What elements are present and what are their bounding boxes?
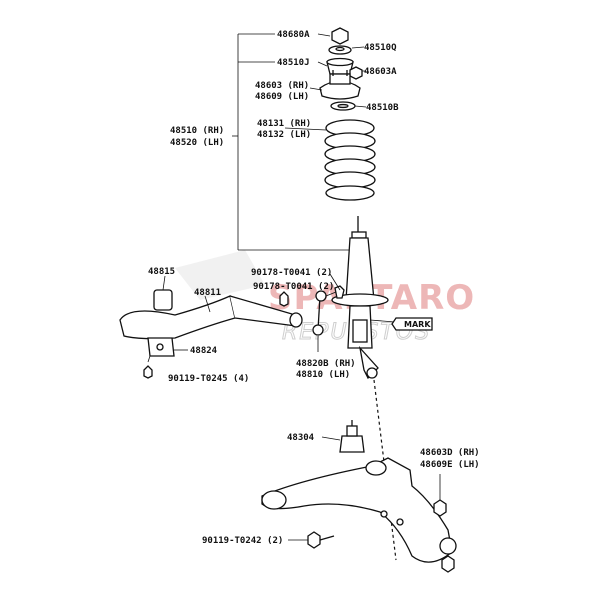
label-48815: 48815 xyxy=(148,267,175,277)
stabilizer-bar xyxy=(119,295,303,340)
assembly-brackets xyxy=(232,33,350,251)
label-90119-T0242: 90119-T0242 (2) xyxy=(202,536,283,546)
label-90178-T0041-b: 90178-T0041 (2) xyxy=(253,282,334,292)
label-48510Q: 48510Q xyxy=(364,43,397,53)
label-90178-T0041-a: 90178-T0041 (2) xyxy=(251,268,332,278)
label-48520-lh: 48520 (LH) xyxy=(170,138,224,148)
lower-insulator xyxy=(330,101,367,111)
part-labels: 48680A 48510Q 48510J 48603A 48603 (RH) 4… xyxy=(148,30,480,546)
suspension-support xyxy=(309,70,361,100)
label-48609E-lh: 48609E (LH) xyxy=(420,460,480,470)
label-48824: 48824 xyxy=(190,346,218,356)
coil-spring xyxy=(284,119,376,201)
label-48820B-rh: 48820B (RH) xyxy=(296,359,356,369)
label-48132-lh: 48132 (LH) xyxy=(257,130,311,140)
arm-nut xyxy=(433,474,447,517)
label-48603A: 48603A xyxy=(364,67,397,77)
upper-washer xyxy=(328,45,365,55)
stabilizer-link xyxy=(279,273,345,352)
bracket-bolt xyxy=(143,355,153,379)
bump-stopper xyxy=(321,420,365,453)
label-48680A: 48680A xyxy=(277,30,310,40)
label-48609-lh: 48609 (LH) xyxy=(255,92,309,102)
label-48603D-rh: 48603D (RH) xyxy=(420,448,480,458)
label-90119-T0245: 90119-T0245 (4) xyxy=(168,374,249,384)
label-48131-rh: 48131 (RH) xyxy=(257,119,311,129)
arm-bolt xyxy=(288,531,335,549)
top-nut xyxy=(317,27,349,45)
label-48811: 48811 xyxy=(194,288,221,298)
ball-joint xyxy=(439,537,457,573)
mark-tag: MARK xyxy=(391,317,433,331)
label-48510-rh: 48510 (RH) xyxy=(170,126,224,136)
mark-label: MARK xyxy=(404,320,431,329)
label-48810-lh: 48810 (LH) xyxy=(296,370,350,380)
label-48510J: 48510J xyxy=(277,58,310,68)
leader-48811 xyxy=(204,295,211,313)
lower-control-arm xyxy=(261,457,453,563)
label-48510B: 48510B xyxy=(366,103,399,113)
stabilizer-bracket xyxy=(147,337,188,357)
upper-cushion xyxy=(317,57,354,75)
label-48304: 48304 xyxy=(287,433,315,443)
stabilizer-bushing xyxy=(153,275,173,311)
label-48603-rh: 48603 (RH) xyxy=(255,81,309,91)
shock-absorber xyxy=(331,216,396,380)
